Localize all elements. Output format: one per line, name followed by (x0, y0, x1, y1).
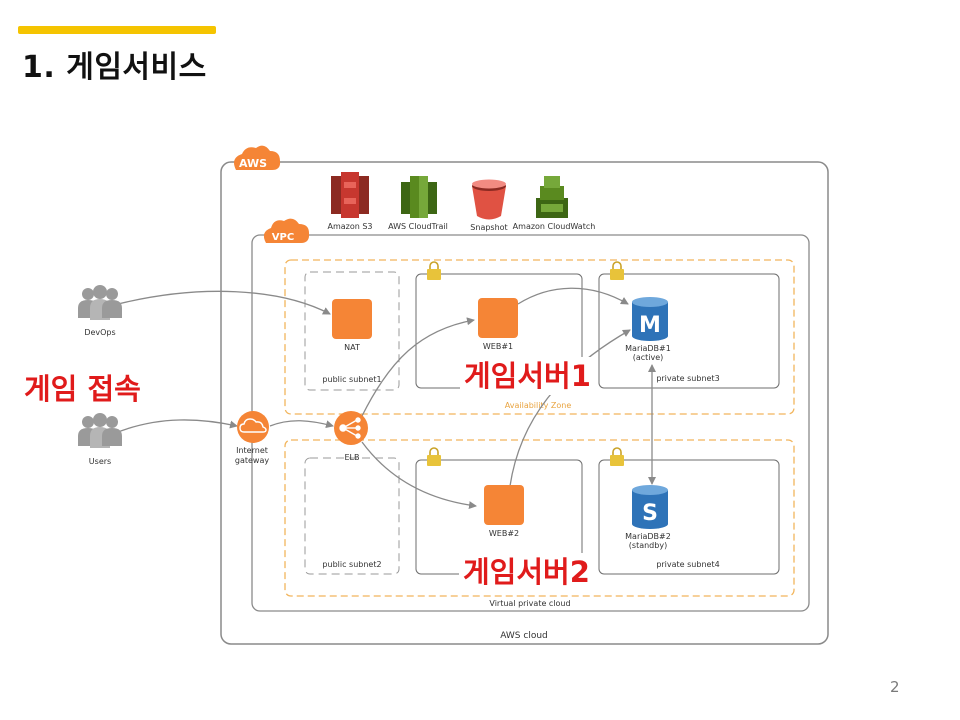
snapshot-service: Snapshot (470, 179, 508, 232)
web1-instance: WEB#1 (478, 298, 518, 351)
web2-to-db1-arrow (509, 329, 631, 487)
elb-label: ELB (345, 453, 360, 462)
service-label: AWS CloudTrail (388, 222, 448, 231)
game-access-label: 게임 접속 (20, 370, 145, 408)
aws-badge: AWS (234, 145, 281, 170)
gateway-label-line2: gateway (235, 456, 269, 465)
users-icon (78, 413, 122, 448)
lock-icon (610, 447, 624, 466)
users-icon (78, 285, 122, 320)
private-subnet-3: private subnet3 (598, 273, 780, 389)
db2-label-line1: MariaDB#2 (625, 532, 671, 541)
lock-icon (427, 447, 441, 466)
service-label: Snapshot (470, 223, 507, 232)
aws-cloudtrail-service: AWS CloudTrail (388, 176, 448, 231)
amazon-s3-service: Amazon S3 (327, 172, 373, 231)
page-number: 2 (890, 678, 900, 696)
title-accent-bar (18, 26, 216, 34)
database-icon: M (632, 297, 668, 341)
public-subnet-2: public subnet2 (304, 457, 400, 575)
aws-badge-label: AWS (239, 157, 267, 170)
db1-label-line2: (active) (633, 353, 664, 362)
private-subnet-4: private subnet4 (598, 459, 780, 575)
web2-instance: WEB#2 (484, 485, 524, 538)
mariadb1: M MariaDB#1 (active) (625, 297, 671, 362)
actor-label: DevOps (84, 328, 115, 337)
db2-letter: S (642, 501, 658, 526)
cloudwatch-icon (536, 176, 568, 218)
availability-zone-label: Availability Zone (505, 401, 572, 410)
devops-actor: DevOps (78, 285, 122, 337)
users-to-gateway-arrow (117, 419, 238, 433)
vpc-badge: VPC (263, 218, 310, 243)
subnet-label: public subnet2 (322, 560, 381, 569)
internet-gateway: Internet gateway (235, 411, 269, 465)
gateway-label-line1: Internet (236, 446, 268, 455)
vpc-badge-label: VPC (272, 232, 294, 243)
nat-instance: NAT (332, 299, 372, 352)
db1-label-line1: MariaDB#1 (625, 344, 671, 353)
users-actor: Users (78, 413, 122, 466)
service-label: Amazon S3 (327, 222, 372, 231)
amazon-cloudwatch-service: Amazon CloudWatch (513, 176, 596, 231)
subnet-label: private subnet3 (656, 374, 719, 383)
availability-zone-1: Availability Zone (284, 259, 795, 415)
web1-to-db1-arrow (517, 287, 629, 305)
s3-icon (331, 172, 369, 218)
aws-cloud-frame: AWS cloud (220, 161, 829, 645)
cloud-icon (239, 418, 267, 433)
devops-to-nat-arrow (117, 290, 331, 315)
cloudtrail-icon (401, 176, 437, 218)
lock-icon (610, 261, 624, 280)
vpc-label: Virtual private cloud (489, 599, 570, 608)
web2-label: WEB#2 (489, 529, 519, 538)
elb: ELB (334, 411, 368, 462)
bucket-icon (472, 179, 506, 220)
nat-label: NAT (344, 343, 360, 352)
web1-label: WEB#1 (483, 342, 513, 351)
mariadb2: S MariaDB#2 (standby) (625, 485, 671, 550)
gateway-to-elb-arrow (269, 420, 334, 429)
elb-to-web1-arrow (361, 317, 475, 417)
connections (117, 287, 656, 510)
slide-title: 1. 게임서비스 (22, 50, 207, 85)
db1-letter: M (639, 313, 661, 338)
elb-to-web2-arrow (361, 441, 477, 510)
lock-icon (427, 261, 441, 280)
aws-cloud-label: AWS cloud (500, 631, 548, 641)
subnet-label: public subnet1 (322, 375, 381, 384)
public-subnet-1: public subnet1 (304, 271, 400, 391)
database-icon: S (632, 485, 668, 529)
actor-label: Users (89, 457, 111, 466)
subnet-label: private subnet4 (656, 560, 719, 569)
availability-zone-2 (284, 439, 795, 597)
load-balancer-icon (339, 417, 361, 439)
db2-label-line2: (standby) (629, 541, 667, 550)
game-server-2-label: 게임서버2 (459, 553, 594, 591)
service-label: Amazon CloudWatch (513, 222, 596, 231)
game-server-1-label: 게임서버1 (460, 357, 595, 395)
